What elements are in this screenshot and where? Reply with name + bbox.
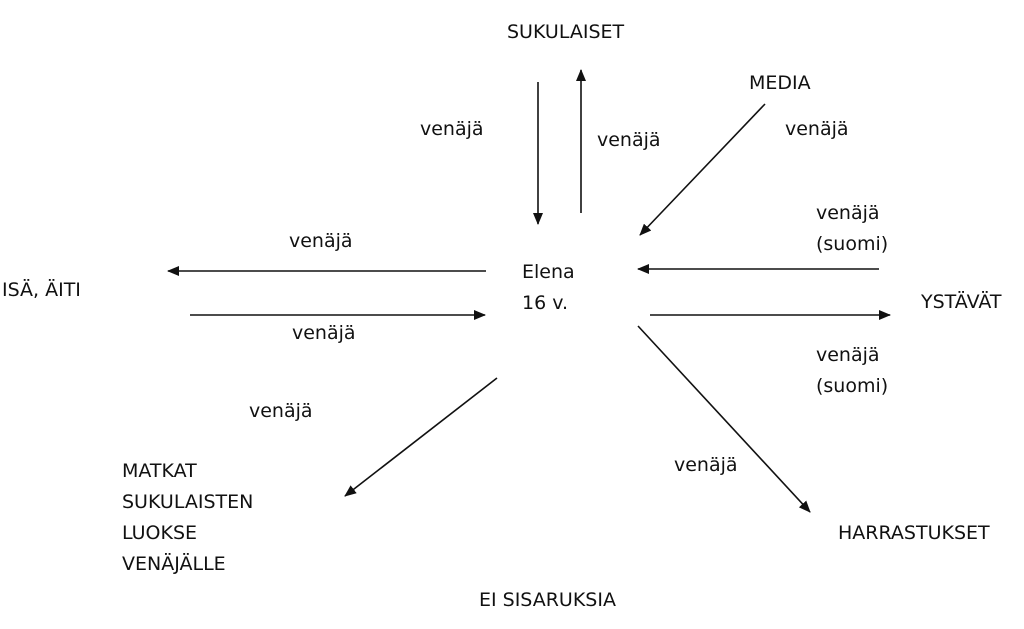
label-ystavat-out: venäjä (suomi): [816, 340, 888, 402]
node-matkat: MATKAT SUKULAISTEN LUOKSE VENÄJÄLLE: [122, 456, 253, 580]
label-sukulaiset-up: venäjä: [597, 129, 661, 151]
arrow-media-to-elena: [639, 103, 766, 236]
node-ystavat: YSTÄVÄT: [921, 291, 1002, 313]
node-ei-sisaruksia: EI SISARUKSIA: [479, 589, 616, 611]
center-name: Elena: [522, 261, 575, 283]
label-matkat: venäjä: [249, 400, 313, 422]
center-age: 16 v.: [522, 292, 569, 314]
node-media: MEDIA: [749, 72, 811, 94]
label-ystavat-out-line-2: (suomi): [816, 375, 889, 397]
label-parents-out: venäjä: [289, 230, 353, 252]
label-ystavat-in-line-2: (suomi): [816, 233, 889, 255]
node-matkat-line-1: MATKAT: [122, 460, 197, 482]
arrow-elena-to-matkat: [344, 377, 498, 497]
label-media: venäjä: [785, 118, 849, 140]
center-node: Elena 16 v.: [522, 257, 575, 319]
label-harrastukset: venäjä: [674, 454, 738, 476]
node-matkat-line-4: VENÄJÄLLE: [122, 553, 226, 575]
label-ystavat-out-line-1: venäjä: [816, 344, 880, 366]
label-sukulaiset-down: venäjä: [420, 118, 484, 140]
node-sukulaiset: SUKULAISET: [507, 21, 625, 43]
label-ystavat-in-line-1: venäjä: [816, 202, 880, 224]
node-matkat-line-2: SUKULAISTEN: [122, 491, 254, 513]
arrow-elena-to-harrastukset: [637, 325, 811, 513]
label-parents-in: venäjä: [292, 322, 356, 344]
label-ystavat-in: venäjä (suomi): [816, 198, 888, 260]
node-isa-aiti: ISÄ, ÄITI: [2, 279, 81, 301]
node-matkat-line-3: LUOKSE: [122, 522, 198, 544]
node-harrastukset: HARRASTUKSET: [838, 522, 990, 544]
